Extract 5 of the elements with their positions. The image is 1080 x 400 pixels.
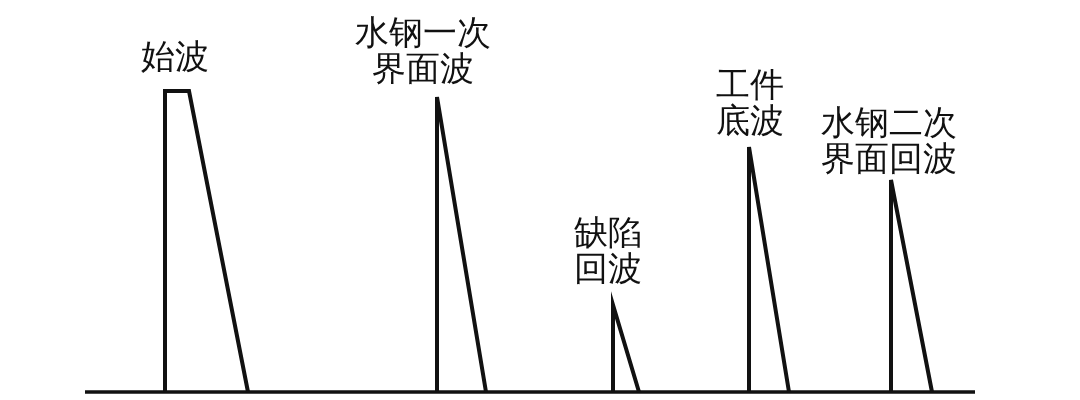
wave-label: 工件底波: [715, 66, 785, 138]
wave-label: 水钢一次界面波: [354, 14, 492, 86]
wave-label: 缺陷回波: [573, 214, 643, 286]
wave-label: 始波: [140, 38, 210, 74]
wave-label: 水钢二次界面回波: [820, 104, 958, 176]
